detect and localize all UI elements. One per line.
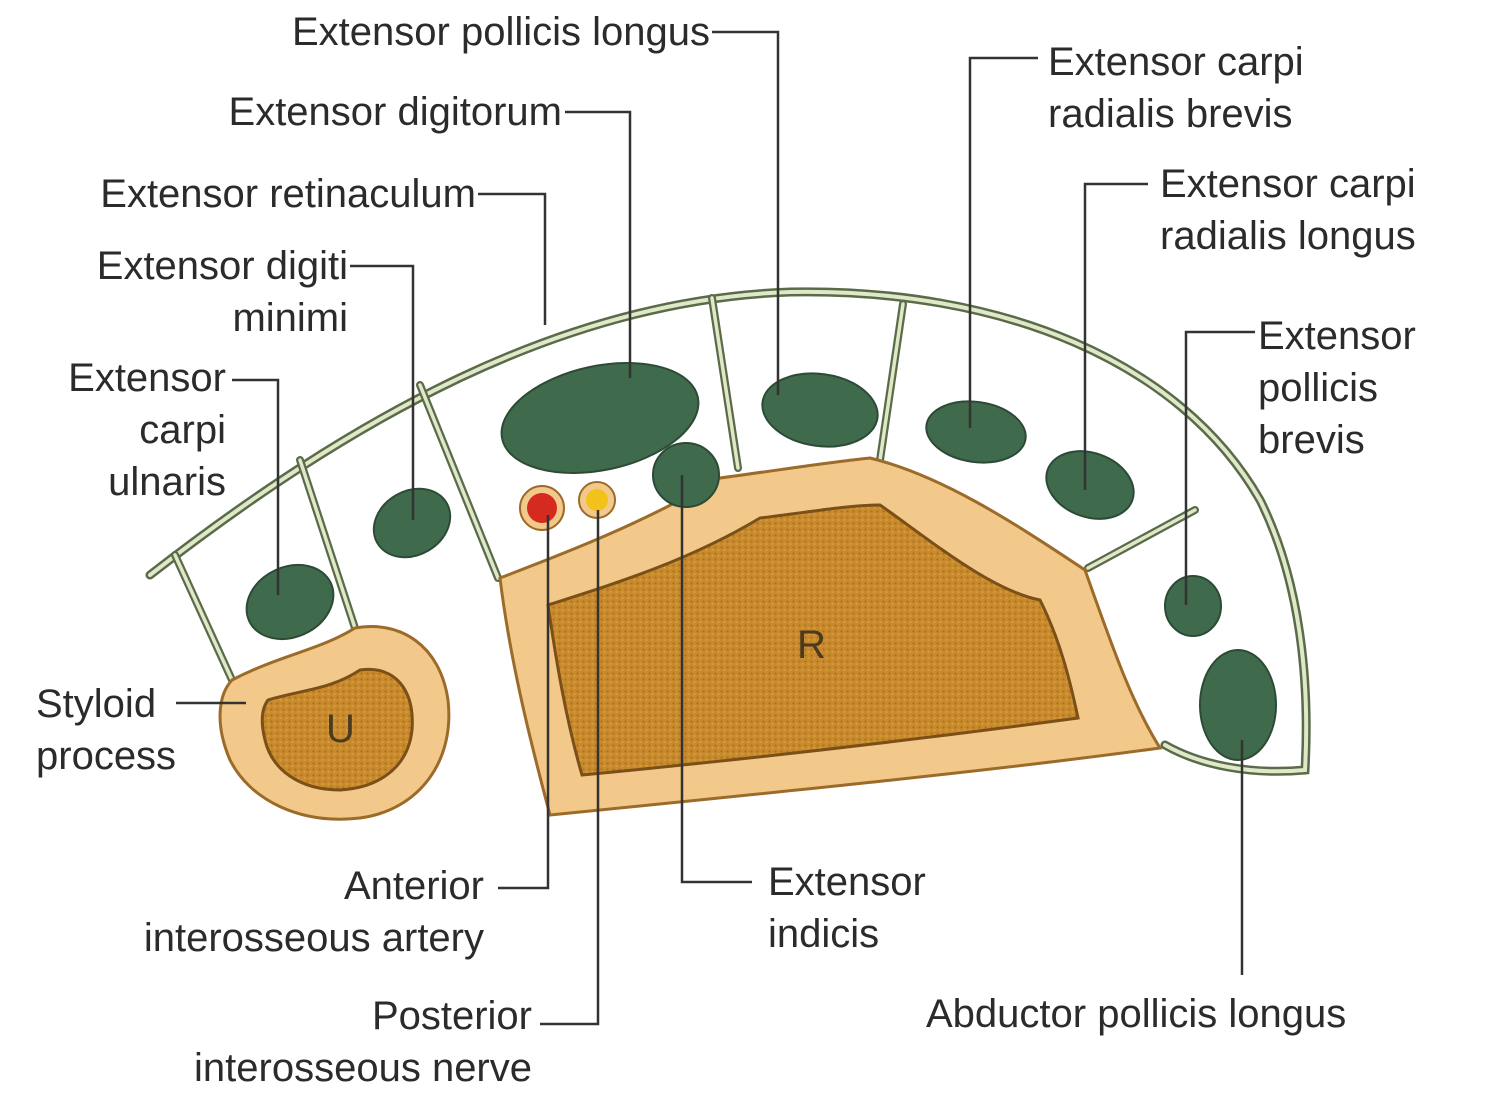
label-extensor-carpi-radialis-longus: Extensor carpi radialis longus (1160, 158, 1416, 262)
label-styloid-process: Styloid process (36, 678, 176, 782)
radius-letter: R (797, 623, 826, 667)
tendon-extensor-carpi-radialis-brevis (922, 395, 1029, 468)
tendon-extensor-carpi-radialis-longus (1037, 440, 1143, 531)
label-extensor-digitorum: Extensor digitorum (100, 86, 562, 138)
label-extensor-carpi-ulnaris: Extensor carpi ulnaris (20, 352, 226, 508)
label-extensor-indicis: Extensor indicis (768, 856, 926, 960)
tendon-extensor-indicis (653, 443, 719, 507)
ulna-letter: U (326, 707, 355, 751)
label-extensor-retinaculum: Extensor retinaculum (20, 168, 476, 220)
tendon-extensor-pollicis-longus (758, 366, 883, 453)
tendon-extensor-pollicis-brevis (1165, 576, 1221, 636)
tendon-abductor-pollicis-longus (1200, 650, 1276, 760)
label-extensor-carpi-radialis-brevis: Extensor carpi radialis brevis (1048, 36, 1304, 140)
tendon-extensor-carpi-ulnaris (234, 551, 345, 652)
ulna-bone: U (220, 627, 449, 820)
label-extensor-digiti-minimi: Extensor digiti minimi (30, 240, 348, 344)
label-extensor-pollicis-brevis: Extensor pollicis brevis (1258, 310, 1416, 466)
label-posterior-interosseous-nerve: Posterior interosseous nerve (120, 990, 532, 1094)
label-abductor-pollicis-longus: Abductor pollicis longus (926, 988, 1346, 1040)
label-extensor-pollicis-longus: Extensor pollicis longus (200, 6, 710, 58)
label-anterior-interosseous-artery: Anterior interosseous artery (60, 860, 484, 964)
neurovascular (520, 482, 615, 530)
